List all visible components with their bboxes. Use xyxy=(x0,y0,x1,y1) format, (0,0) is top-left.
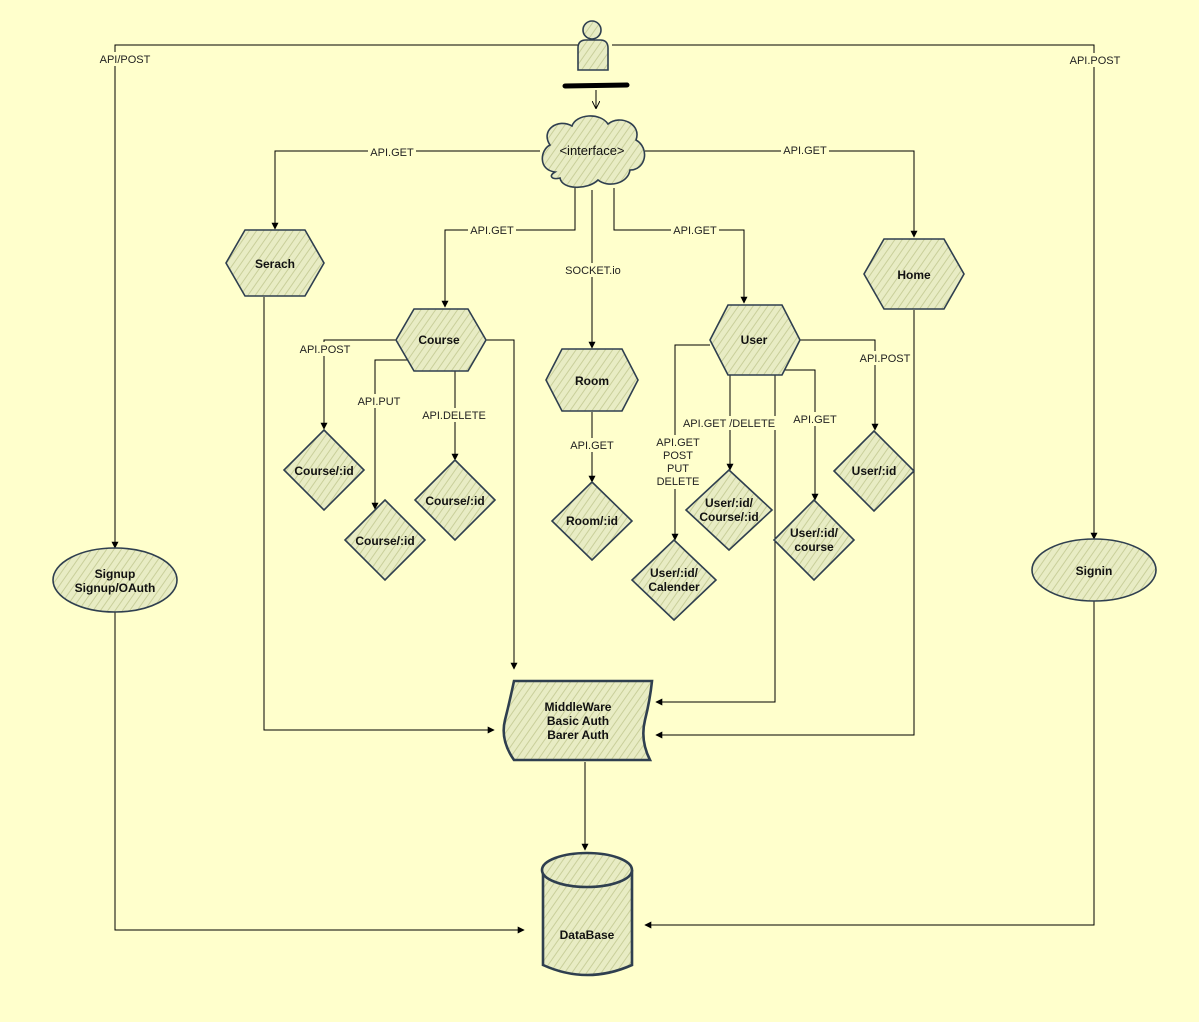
signin-node[interactable]: Signin xyxy=(1031,538,1157,602)
edge-user-course xyxy=(780,369,819,501)
search-node[interactable]: Serach xyxy=(225,229,325,297)
user-course-label-line1: User/:id/ xyxy=(790,526,839,540)
edge-user-id-post xyxy=(798,339,879,431)
svg-text:API.GET: API.GET xyxy=(673,225,717,237)
user-course-node[interactable]: User/:id/ course xyxy=(772,498,856,582)
room-id-label: Room/:id xyxy=(566,514,618,528)
signup-label-line1: Signup xyxy=(95,567,136,581)
course-node[interactable]: Course xyxy=(395,308,487,372)
user-node[interactable]: User xyxy=(709,304,801,376)
label-search-get: API.GET xyxy=(368,145,416,159)
course-id-delete-label: Course/:id xyxy=(425,494,484,508)
middleware-node[interactable]: MiddleWare Basic Auth Barer Auth xyxy=(502,679,654,762)
middleware-label-line3: Barer Auth xyxy=(547,728,609,742)
user-calender-label-line2: Calender xyxy=(648,580,700,594)
database-node[interactable]: DataBase xyxy=(540,851,634,977)
svg-text:API.GET: API.GET xyxy=(656,437,700,449)
label-user-get: API.GET xyxy=(671,223,719,237)
user-id-node[interactable]: User/:id xyxy=(832,429,916,513)
home-label: Home xyxy=(897,268,931,282)
edge-user-middleware xyxy=(655,374,776,706)
edge-course-get xyxy=(441,188,576,308)
room-node[interactable]: Room xyxy=(545,348,639,412)
edge-course-middleware xyxy=(484,339,518,670)
svg-text:API.DELETE: API.DELETE xyxy=(422,410,486,422)
svg-text:API.PUT: API.PUT xyxy=(358,396,401,408)
label-signup-post: API/POST xyxy=(97,52,153,66)
home-node[interactable]: Home xyxy=(863,238,965,310)
signin-label: Signin xyxy=(1076,564,1113,578)
svg-text:API.GET: API.GET xyxy=(570,440,614,452)
svg-text:SOCKET.io: SOCKET.io xyxy=(565,265,621,277)
user-calender-node[interactable]: User/:id/ Calender xyxy=(630,538,718,622)
edge-signin-database xyxy=(644,600,1095,929)
edge-home-get xyxy=(645,150,918,238)
svg-text:API.GET: API.GET xyxy=(470,225,514,237)
user-course-id-label-line1: User/:id/ xyxy=(705,496,754,510)
svg-text:API/POST: API/POST xyxy=(100,54,151,66)
label-user-id-post: API.POST xyxy=(857,351,913,365)
label-signin-post: API.POST xyxy=(1067,53,1123,67)
svg-text:API.GET: API.GET xyxy=(793,414,837,426)
user-course-id-node[interactable]: User/:id/ Course/:id xyxy=(684,468,774,552)
user-label: User xyxy=(741,333,768,347)
svg-text:API.GET: API.GET xyxy=(370,147,414,159)
label-room-get: API.GET xyxy=(568,438,616,452)
label-room-socket: SOCKET.io xyxy=(562,263,624,277)
label-user-calender-methods: API.GET POST PUT DELETE xyxy=(652,435,704,489)
label-user-course-get: API.GET xyxy=(791,412,839,426)
svg-text:API.GET: API.GET xyxy=(783,145,827,157)
database-label: DataBase xyxy=(560,928,615,942)
course-id-post-node[interactable]: Course/:id xyxy=(282,428,366,512)
user-id-label: User/:id xyxy=(852,464,897,478)
svg-text:API.POST: API.POST xyxy=(300,344,351,356)
label-course-delete: API.DELETE xyxy=(420,408,488,422)
room-id-node[interactable]: Room/:id xyxy=(550,480,634,562)
interface-label: <interface> xyxy=(559,143,624,158)
svg-text:PUT: PUT xyxy=(667,463,689,475)
signup-node[interactable]: Signup Signup/OAuth xyxy=(52,547,178,613)
course-id-post-label: Course/:id xyxy=(294,464,353,478)
svg-text:API.POST: API.POST xyxy=(860,353,911,365)
course-id-delete-node[interactable]: Course/:id xyxy=(413,458,497,542)
label-home-get: API.GET xyxy=(781,143,829,157)
middleware-label-line2: Basic Auth xyxy=(547,714,609,728)
edge-course-post xyxy=(320,339,397,430)
label-course-put: API.PUT xyxy=(355,394,403,408)
search-label: Serach xyxy=(255,257,295,271)
course-label: Course xyxy=(418,333,460,347)
svg-text:POST: POST xyxy=(663,450,693,462)
edge-user-get xyxy=(613,188,748,304)
signup-label-line2: Signup/OAuth xyxy=(75,581,156,595)
label-course-post: API.POST xyxy=(297,342,353,356)
user-course-label-line2: course xyxy=(794,540,834,554)
edge-labels: API/POST API.POST API.GET API.GET API.GE… xyxy=(97,52,1123,489)
actor-icon[interactable] xyxy=(562,20,630,89)
svg-text:API.GET /DELETE: API.GET /DELETE xyxy=(683,418,775,430)
course-id-put-node[interactable]: Course/:id xyxy=(343,498,427,582)
svg-text:DELETE: DELETE xyxy=(657,476,700,488)
user-calender-label-line1: User/:id/ xyxy=(650,566,699,580)
edge-search-get xyxy=(271,150,540,230)
edge-signin-post xyxy=(612,44,1098,540)
course-id-put-label: Course/:id xyxy=(355,534,414,548)
interface-node[interactable]: <interface> xyxy=(541,115,646,189)
middleware-label-line1: MiddleWare xyxy=(545,700,612,714)
svg-text:API.POST: API.POST xyxy=(1070,55,1121,67)
user-course-id-label-line2: Course/:id xyxy=(699,510,758,524)
label-course-get: API.GET xyxy=(468,223,516,237)
edge-course-put xyxy=(371,359,410,510)
edge-signup-database xyxy=(114,610,525,934)
room-label: Room xyxy=(575,374,609,388)
edge-search-middleware xyxy=(263,297,495,734)
label-user-course-get-delete: API.GET /DELETE xyxy=(682,416,776,430)
edge-signup-post xyxy=(111,44,578,549)
edge-home-middleware xyxy=(655,310,915,739)
